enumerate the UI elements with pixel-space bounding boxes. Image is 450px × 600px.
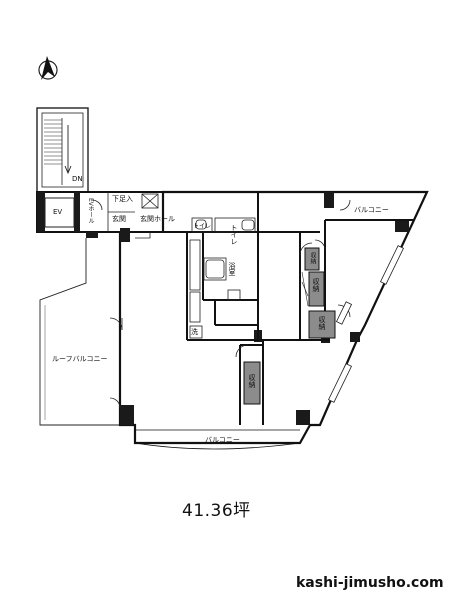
storage-4-label: 収納 bbox=[248, 374, 256, 388]
north-arrow-icon bbox=[38, 56, 58, 80]
stair-core bbox=[36, 107, 89, 193]
ev-label: EV bbox=[53, 208, 63, 216]
toilet-right-label: トイレ bbox=[230, 224, 238, 245]
wash-label: 洗 bbox=[191, 328, 198, 336]
roof-balcony-area bbox=[39, 232, 121, 426]
balcony-ne-label: バルコニー bbox=[354, 206, 389, 214]
storage-1-label: 収納 bbox=[309, 252, 316, 264]
area-total: 41.36坪 bbox=[182, 501, 251, 521]
entrance-hall-label: 玄関ホール bbox=[140, 215, 175, 223]
toilet-small-label: トイレ bbox=[193, 223, 212, 230]
ev-hall-label: EVホール bbox=[87, 198, 94, 224]
dn-label: DN bbox=[72, 175, 83, 183]
storage-3-label: 収納 bbox=[318, 316, 326, 330]
storage-2-label: 収納 bbox=[312, 278, 320, 292]
storage-blocks bbox=[243, 247, 336, 405]
partitions bbox=[91, 192, 351, 409]
shoe-storage-label: 下足入 bbox=[112, 195, 133, 203]
main-outline bbox=[118, 190, 429, 450]
roof-balcony-label: ルーフバルコニー bbox=[52, 355, 108, 363]
site-url: kashi-jimusho.com bbox=[296, 575, 444, 591]
storage-doors bbox=[301, 271, 309, 307]
entrance-label: 玄関 bbox=[112, 215, 126, 223]
balcony-south-label: バルコニー bbox=[205, 436, 240, 444]
windows bbox=[328, 245, 404, 403]
bath-label: 浴室 bbox=[228, 262, 236, 276]
